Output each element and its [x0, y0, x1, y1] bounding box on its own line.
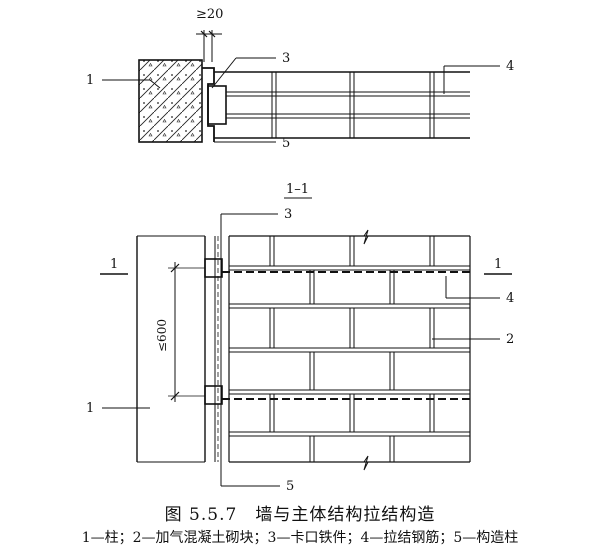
figure-caption: 图 5.5.7 墙与主体结构拉结构造: [164, 505, 436, 525]
dimension-min-20: ≥20: [196, 7, 223, 22]
clamp-plan: [202, 67, 215, 142]
clamp-lower: [204, 385, 223, 405]
callout-3-elevation: 3: [284, 207, 292, 222]
dimension-max-600: ≤600: [155, 319, 169, 352]
section-cut-right: 1: [494, 257, 502, 272]
callout-4-elevation: 4: [506, 291, 514, 306]
callout-5-plan: 5: [282, 136, 290, 151]
callout-5-elevation: 5: [286, 479, 294, 494]
figure-legend: 1—柱；2—加气混凝土砌块；3—卡口铁件；4—拉结钢筋；5—构造柱: [81, 530, 519, 546]
section-cut-left: 1: [110, 257, 118, 272]
clamp-upper: [204, 258, 223, 278]
plan-view: [102, 30, 500, 143]
callout-3-plan: 3: [282, 51, 290, 66]
callout-4-plan: 4: [506, 59, 514, 74]
elevation-view: [100, 213, 512, 487]
callout-1-elevation: 1: [86, 401, 94, 416]
callout-1-plan: 1: [86, 73, 94, 88]
section-title: 1–1: [286, 182, 309, 197]
callout-2-elevation: 2: [506, 332, 514, 347]
column-plan: [138, 59, 203, 143]
